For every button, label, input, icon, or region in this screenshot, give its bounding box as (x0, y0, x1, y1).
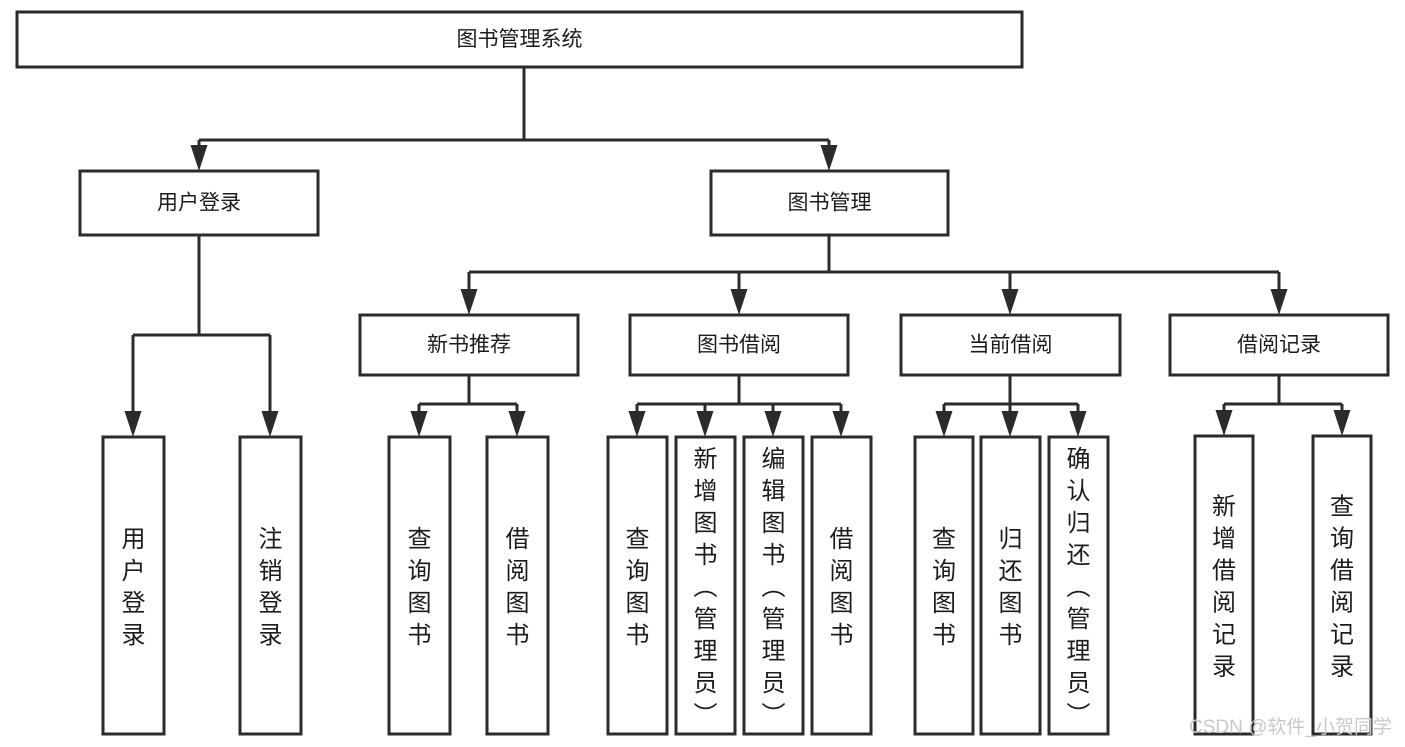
node-leaf-query-book-1[interactable]: 查询图书 (387, 435, 452, 736)
node-box[interactable] (606, 435, 669, 736)
node-label: 查询借阅记录 (1330, 494, 1354, 681)
arrow-head-icon (508, 411, 526, 437)
arrow-head-icon (1001, 289, 1019, 315)
node-box[interactable] (1311, 434, 1373, 736)
arrow-head-icon (935, 411, 953, 437)
node-box[interactable] (358, 313, 580, 377)
node-label: 图书管理 (788, 192, 872, 215)
arrow-head-icon (820, 145, 838, 171)
node-label: 借阅图书 (830, 526, 854, 649)
node-leaf-confirm-return[interactable]: 确认归还︵管理员︶ (1047, 435, 1110, 736)
watermark-label: CSDN @软件_小贺同学 (1189, 716, 1392, 738)
connector-recommend-to-leaves (410, 375, 526, 437)
arrow-head-icon (1270, 289, 1288, 315)
arrow-head-icon (1069, 411, 1087, 437)
node-label: 编辑图书︵管理员︶ (762, 446, 786, 729)
arrow-head-icon (124, 411, 142, 437)
arrow-head-icon (460, 289, 478, 315)
node-new-book-recommend[interactable]: 新书推荐 (358, 313, 580, 377)
node-label: 用户登录 (122, 526, 146, 649)
node-box[interactable] (1193, 434, 1255, 736)
node-box[interactable] (674, 435, 737, 736)
node-leaf-return-book[interactable]: 归还图书 (979, 435, 1042, 736)
node-borrow-record[interactable]: 借阅记录 (1168, 313, 1390, 377)
node-box[interactable] (709, 169, 950, 237)
node-label: 查询图书 (626, 526, 650, 649)
arrow-head-icon (628, 411, 646, 437)
node-leaf-edit-book[interactable]: 编辑图书︵管理员︶ (742, 435, 805, 736)
node-leaf-query-book-2[interactable]: 查询图书 (606, 435, 669, 736)
node-box[interactable] (628, 313, 850, 377)
node-leaf-add-borrow-record[interactable]: 新增借阅记录 (1193, 434, 1255, 736)
node-leaf-user-logout[interactable]: 注销登录 (238, 435, 303, 736)
node-label: 归还图书 (999, 526, 1023, 649)
node-box[interactable] (742, 435, 805, 736)
node-box[interactable] (1047, 435, 1110, 736)
node-label: 新增图书︵管理员︶ (694, 446, 718, 729)
arrow-head-icon (190, 145, 208, 171)
arrow-head-icon (730, 289, 748, 315)
node-box[interactable] (810, 435, 873, 736)
node-box[interactable] (78, 169, 320, 237)
arrow-head-icon (261, 411, 279, 437)
node-box[interactable] (101, 435, 166, 736)
node-label: 借阅记录 (1237, 334, 1321, 357)
connector-userlogin-to-leaves (124, 235, 279, 437)
arrow-head-icon (764, 411, 782, 437)
arrow-head-icon (1001, 411, 1019, 437)
nodes-layer: 图书管理系统用户登录图书管理新书推荐图书借阅当前借阅借阅记录用户登录注销登录查询… (15, 10, 1390, 736)
arrow-head-icon (832, 411, 850, 437)
node-label: 查询图书 (408, 526, 432, 649)
arrow-head-icon (1215, 410, 1233, 436)
node-user-login[interactable]: 用户登录 (78, 169, 320, 237)
node-leaf-borrow-book-1[interactable]: 借阅图书 (485, 435, 550, 736)
node-box[interactable] (979, 435, 1042, 736)
node-box[interactable] (1168, 313, 1390, 377)
connector-current-to-leaves (935, 375, 1087, 437)
node-label: 图书管理系统 (457, 28, 583, 51)
arrow-head-icon (696, 411, 714, 437)
connector-borrow-to-leaves (628, 375, 850, 437)
connectors-layer (124, 67, 1351, 437)
arrow-head-icon (410, 411, 428, 437)
node-leaf-add-book[interactable]: 新增图书︵管理员︶ (674, 435, 737, 736)
node-box[interactable] (15, 10, 1024, 69)
node-leaf-borrow-book-2[interactable]: 借阅图书 (810, 435, 873, 736)
node-leaf-user-login[interactable]: 用户登录 (101, 435, 166, 736)
node-box[interactable] (913, 435, 975, 736)
node-leaf-query-borrow-record[interactable]: 查询借阅记录 (1311, 434, 1373, 736)
node-label: 当前借阅 (969, 334, 1053, 357)
node-box[interactable] (485, 435, 550, 736)
node-label: 查询图书 (932, 526, 956, 649)
node-box[interactable] (899, 313, 1122, 377)
node-root-图书管理系统[interactable]: 图书管理系统 (15, 10, 1024, 69)
connector-root-to-level2 (190, 67, 838, 171)
node-label: 用户登录 (157, 192, 241, 215)
node-box[interactable] (387, 435, 452, 736)
connector-record-to-leaves (1215, 375, 1351, 436)
node-label: 新增借阅记录 (1212, 494, 1236, 681)
arrow-head-icon (1333, 410, 1351, 436)
node-label: 确认归还︵管理员︶ (1067, 446, 1091, 729)
connector-bookmanage-to-level3 (460, 235, 1288, 315)
node-label: 注销登录 (259, 526, 283, 649)
node-label: 图书借阅 (697, 334, 781, 357)
node-current-borrow[interactable]: 当前借阅 (899, 313, 1122, 377)
node-label: 新书推荐 (427, 334, 511, 357)
node-book-manage[interactable]: 图书管理 (709, 169, 950, 237)
node-label: 借阅图书 (506, 526, 530, 649)
node-book-borrow[interactable]: 图书借阅 (628, 313, 850, 377)
node-box[interactable] (238, 435, 303, 736)
node-leaf-query-book-3[interactable]: 查询图书 (913, 435, 975, 736)
